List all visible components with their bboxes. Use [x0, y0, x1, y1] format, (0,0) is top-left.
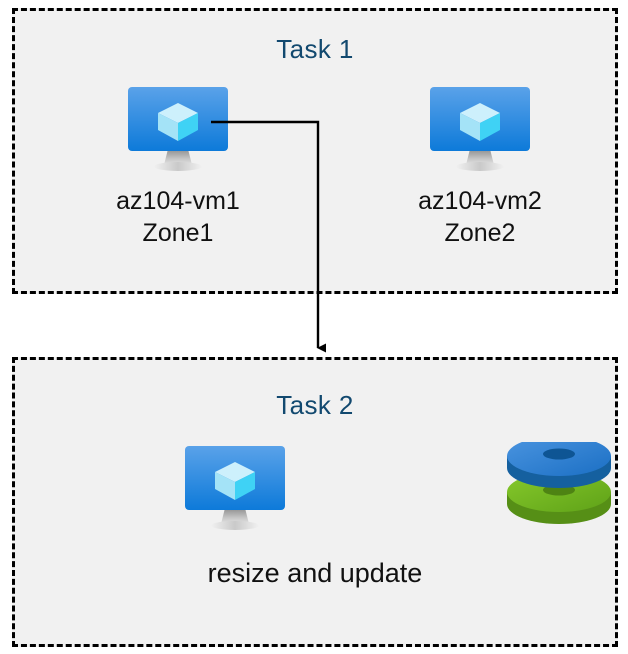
task2-box: Task 2: [12, 357, 618, 647]
vm-node-az104-vm2[interactable]: az104-vm2 Zone2: [355, 83, 605, 249]
virtual-machine-icon: [128, 87, 228, 171]
task2-title: Task 2: [276, 390, 354, 420]
vm-label: az104-vm1 Zone1: [116, 187, 240, 247]
task2-caption: resize and update: [207, 558, 423, 588]
task1-title: Task 1: [276, 34, 354, 64]
virtual-machine-icon[interactable]: [181, 442, 289, 534]
disks-icon[interactable]: [503, 442, 615, 534]
virtual-machine-icon: [430, 87, 530, 171]
vm-label: az104-vm2 Zone2: [418, 187, 542, 247]
task2-icon-row: [15, 442, 615, 534]
task1-box: Task 1: [12, 8, 618, 294]
vm-node-az104-vm1[interactable]: az104-vm1 Zone1: [53, 83, 303, 249]
